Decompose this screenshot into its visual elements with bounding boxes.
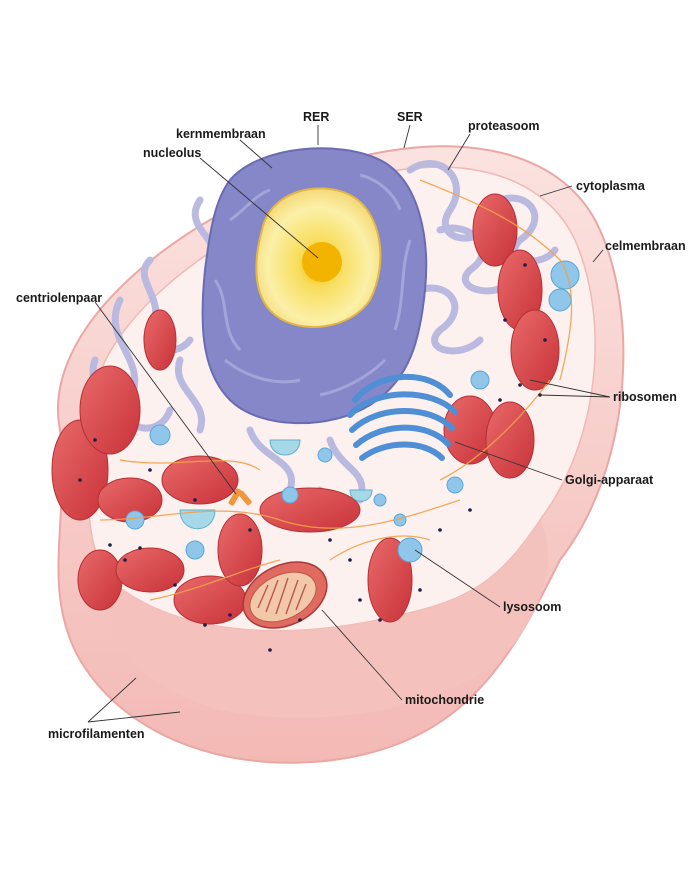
label-proteasoom: proteasoom [468, 119, 540, 133]
ribosomes [78, 263, 547, 652]
mitochondrion [77, 549, 123, 611]
leader-lines [87, 124, 611, 723]
nucleus [201, 147, 428, 425]
label-kernmembraan: kernmembraan [176, 127, 266, 141]
mitochondrion-cutaway [242, 561, 328, 629]
mitochondrion [217, 513, 263, 587]
vesicles [125, 260, 580, 563]
mitochondrion [161, 455, 239, 505]
label-centriolenpaar: centriolenpaar [16, 291, 102, 305]
label-cytoplasma: cytoplasma [576, 179, 646, 193]
mitochondrion [485, 401, 535, 479]
label-golgi: Golgi-apparaat [565, 473, 654, 487]
nuclear-folds [213, 173, 412, 397]
proteasomes [179, 439, 373, 530]
membrane-lower-rim [108, 520, 548, 718]
mitochondrion [472, 193, 518, 267]
mitochondrion [115, 547, 185, 593]
label-ribosomen: ribosomen [613, 390, 677, 404]
mitochondrion [259, 487, 361, 533]
labels: RER SER kernmembraan nucleolus proteasoo… [16, 110, 686, 741]
mitochondrion [143, 309, 177, 371]
label-mitochondrie: mitochondrie [405, 693, 484, 707]
label-rer: RER [303, 110, 329, 124]
mitochondria [51, 193, 560, 625]
label-lysosoom: lysosoom [503, 600, 561, 614]
microfilaments [99, 179, 573, 601]
golgi-apparatus [347, 373, 458, 461]
label-microfilamenten: microfilamenten [48, 727, 145, 741]
mitochondrion [510, 309, 560, 391]
label-ser: SER [397, 110, 423, 124]
nucleolus-core [302, 242, 342, 282]
label-celmembraan: celmembraan [605, 239, 686, 253]
centriole-pair [228, 488, 252, 506]
mitochondrion [79, 365, 141, 455]
mitochondrion [367, 537, 413, 623]
label-nucleolus: nucleolus [143, 146, 201, 160]
